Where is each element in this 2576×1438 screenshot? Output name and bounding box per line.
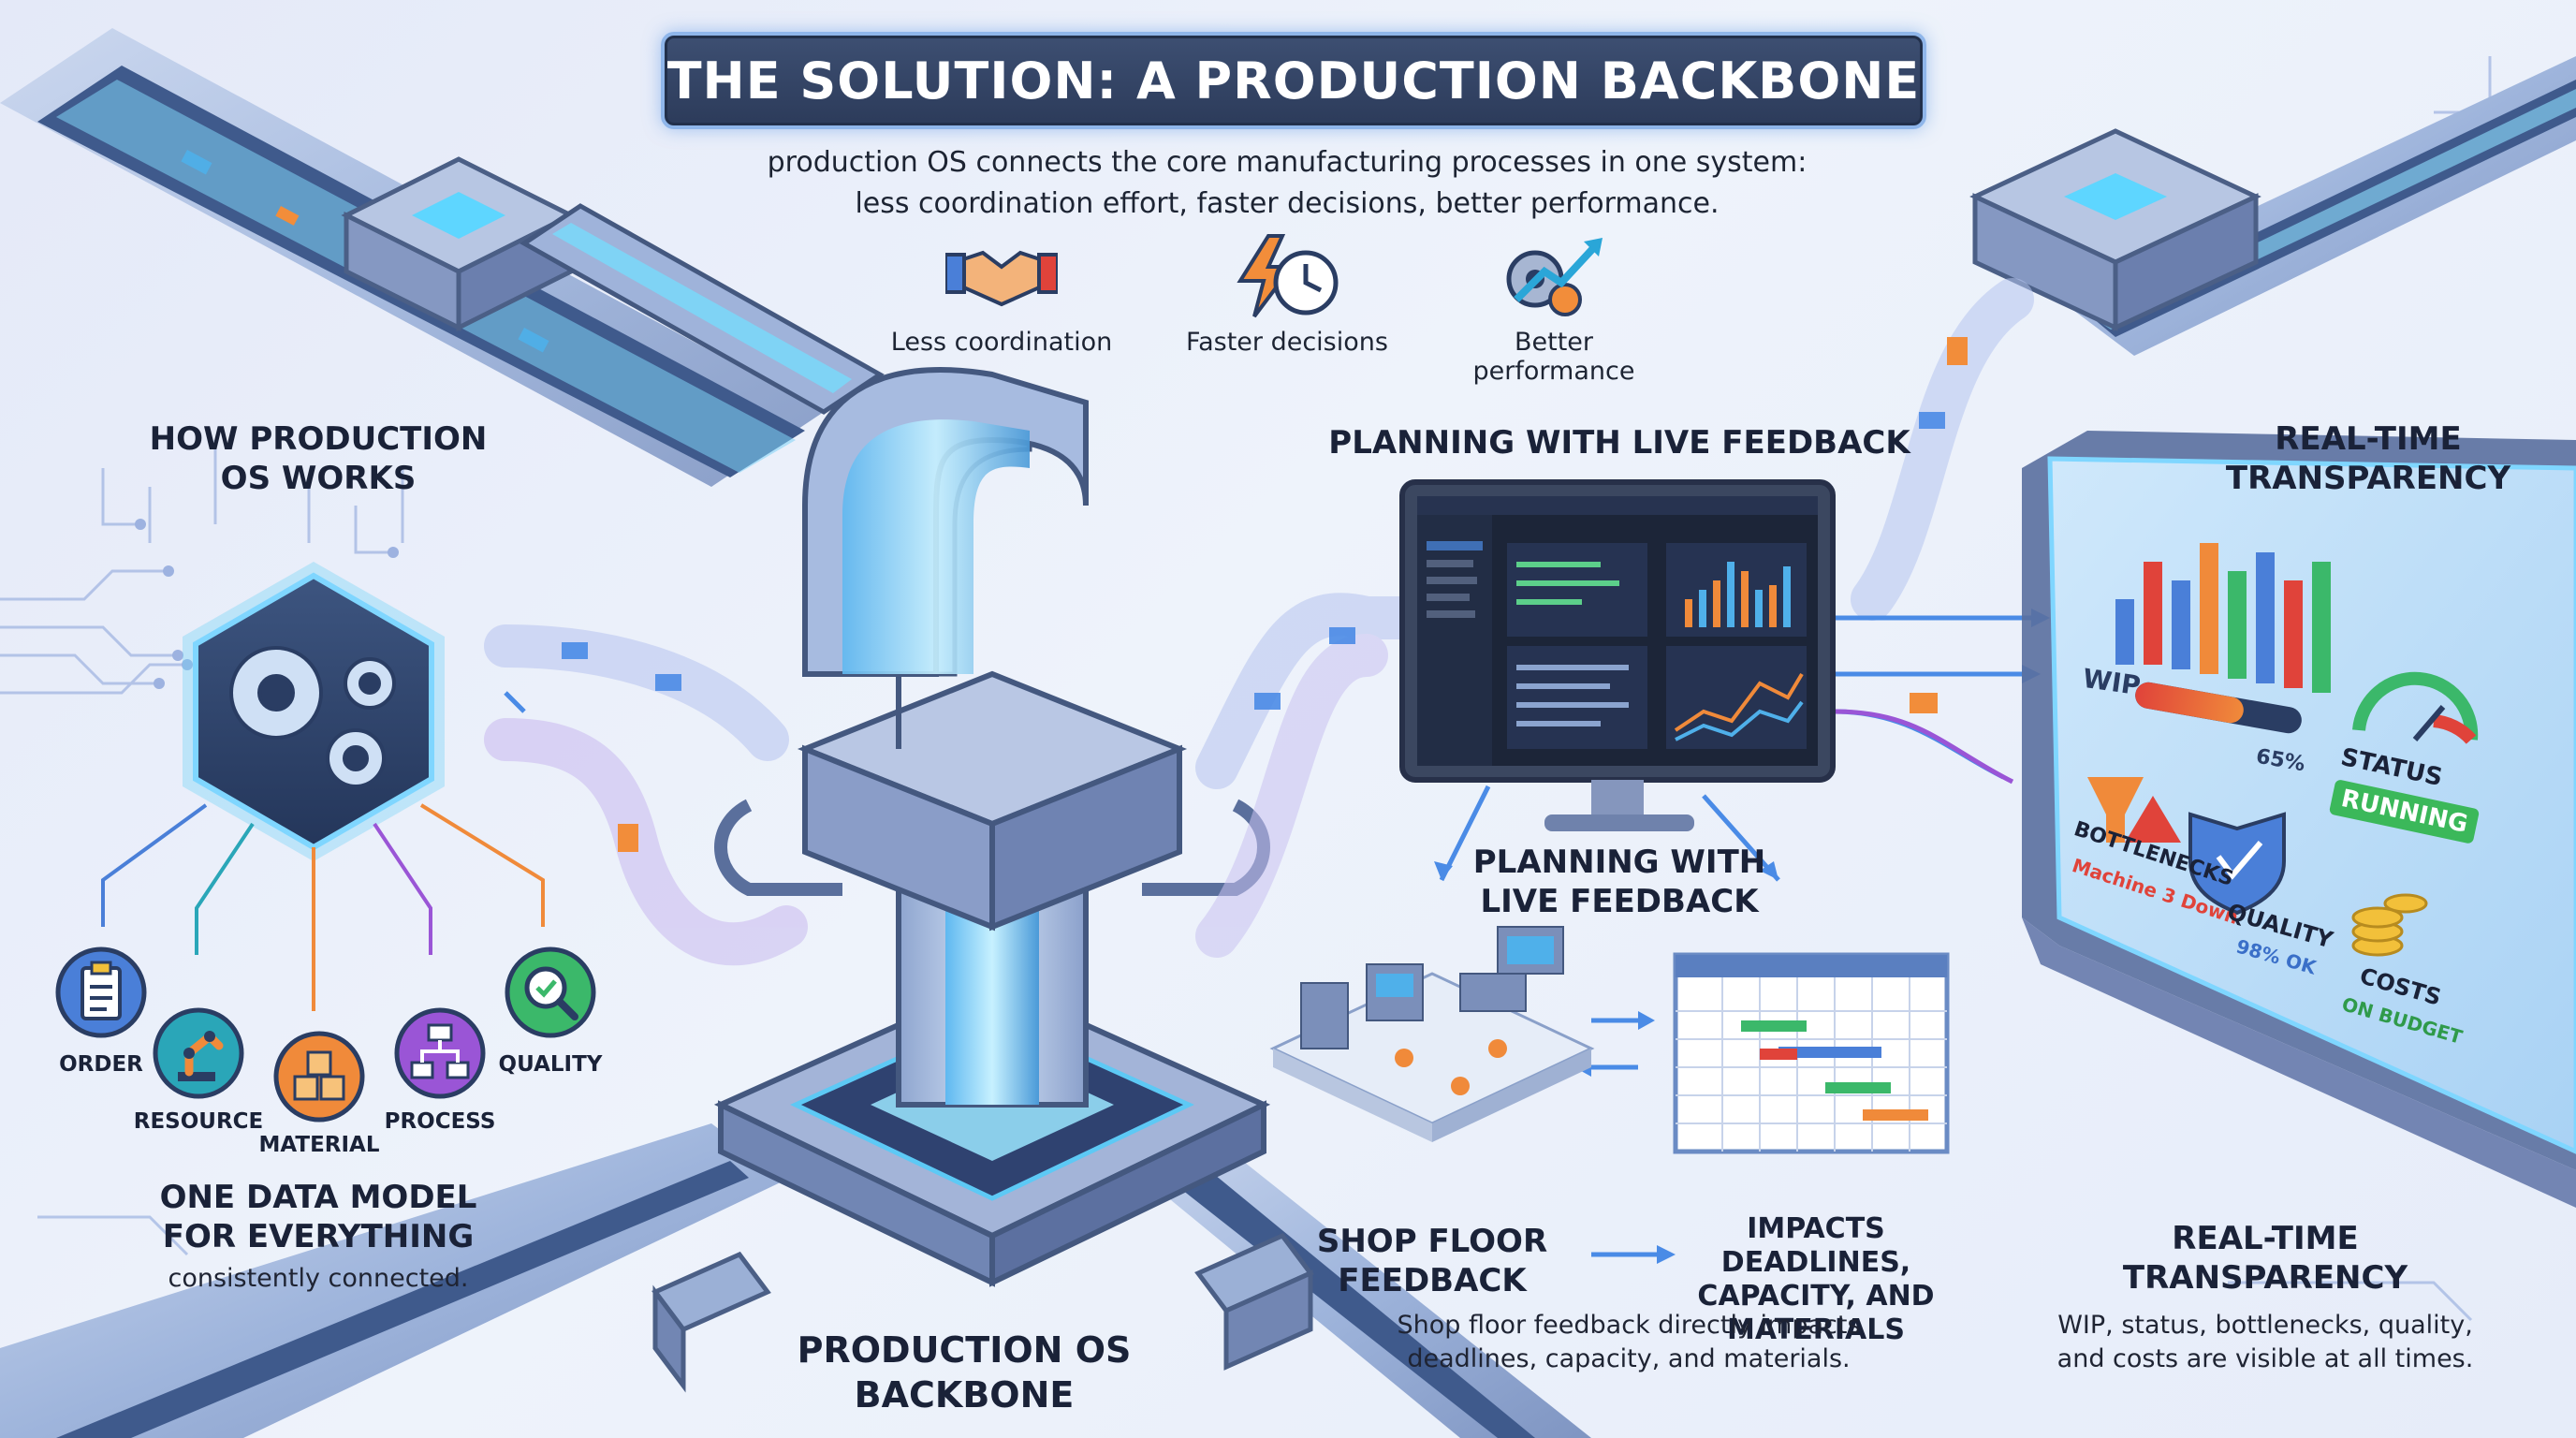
- page-title: THE SOLUTION: A PRODUCTION BACKBONE: [666, 51, 1921, 110]
- how-heading-line-2: OS WORKS: [220, 460, 417, 497]
- flowchart-icon: [394, 1007, 486, 1099]
- transparency-top-line-2: TRANSPARENCY: [2225, 460, 2511, 497]
- title-banner: THE SOLUTION: A PRODUCTION BACKBONE: [661, 32, 1926, 129]
- node-label-material: MATERIAL: [258, 1133, 380, 1157]
- shop-floor-line-2: FEEDBACK: [1338, 1262, 1527, 1299]
- node-label-order: ORDER: [59, 1052, 143, 1077]
- node-order: ORDER: [45, 946, 157, 1077]
- intro-line-2: less coordination effort, faster decisio…: [855, 187, 1720, 220]
- magnifier-check-icon: [505, 946, 596, 1038]
- benefit-faster-decisions: Faster decisions: [1175, 234, 1399, 357]
- node-resource: RESOURCE: [133, 1006, 264, 1134]
- impacts-heading: IMPACTS DEADLINES, CAPACITY, AND MATERIA…: [1657, 1212, 1975, 1347]
- node-quality: QUALITY: [494, 946, 607, 1077]
- lightning-clock-icon: [1237, 234, 1339, 318]
- node-process: PROCESS: [379, 1006, 501, 1134]
- benefit-label-decisions: Faster decisions: [1186, 328, 1388, 357]
- benefit-less-coordination: Less coordination: [889, 234, 1114, 357]
- planning-sub-line-1: PLANNING WITH: [1472, 844, 1766, 881]
- transparency-body: WIP, status, bottlenecks, quality, and c…: [2012, 1309, 2518, 1376]
- robot-arm-icon: [153, 1007, 244, 1099]
- shop-floor-body-line-1: Shop floor feedback directly impacts: [1397, 1311, 1861, 1340]
- transparency-bottom-line-1: REAL-TIME: [2172, 1220, 2359, 1257]
- transparency-body-line-2: and costs are visible at all times.: [2056, 1344, 2474, 1373]
- planning-sub-line-2: LIVE FEEDBACK: [1480, 883, 1759, 920]
- node-label-process: PROCESS: [384, 1109, 496, 1134]
- data-model-heading: ONE DATA MODEL FOR EVERYTHING: [112, 1178, 524, 1256]
- impacts-line-1: IMPACTS DEADLINES,: [1720, 1212, 1911, 1279]
- shop-floor-heading: SHOP FLOOR FEEDBACK: [1292, 1222, 1573, 1300]
- node-label-quality: QUALITY: [498, 1052, 603, 1077]
- handshake-icon: [945, 250, 1058, 307]
- planning-heading: PLANNING WITH LIVE FEEDBACK: [1328, 424, 1910, 462]
- intro-text: production OS connects the core manufact…: [655, 142, 1919, 225]
- impacts-line-3: MATERIALS: [1727, 1313, 1905, 1346]
- benefit-better-performance: Better performance: [1432, 234, 1676, 386]
- backbone-line-1: PRODUCTION OS: [797, 1329, 1132, 1371]
- shop-floor-line-1: SHOP FLOOR: [1316, 1223, 1548, 1260]
- backbone-label: PRODUCTION OS BACKBONE: [777, 1328, 1151, 1417]
- shop-floor-body-line-2: deadlines, capacity, and materials.: [1407, 1344, 1851, 1373]
- intro-line-1: production OS connects the core manufact…: [767, 146, 1808, 179]
- impacts-line-2: CAPACITY, AND: [1697, 1280, 1935, 1313]
- planning-subheading: PLANNING WITH LIVE FEEDBACK: [1432, 843, 1807, 921]
- node-label-resource: RESOURCE: [133, 1109, 264, 1134]
- transparency-bottom-line-2: TRANSPARENCY: [2122, 1259, 2408, 1297]
- transparency-heading-top: REAL-TIME TRANSPARENCY: [2190, 419, 2546, 498]
- benefit-label-coordination: Less coordination: [890, 328, 1113, 357]
- transparency-body-line-1: WIP, status, bottlenecks, quality,: [2057, 1311, 2473, 1340]
- data-model-line-1: ONE DATA MODEL: [159, 1179, 477, 1216]
- boxes-icon: [273, 1031, 365, 1123]
- data-model-subtext: consistently connected.: [168, 1264, 469, 1293]
- transparency-top-line-1: REAL-TIME: [2275, 420, 2462, 458]
- node-material: MATERIAL: [258, 1030, 380, 1157]
- how-heading-line-1: HOW PRODUCTION: [149, 420, 488, 458]
- gear-growth-icon: [1506, 238, 1603, 316]
- how-it-works-heading: HOW PRODUCTION OS WORKS: [122, 419, 515, 498]
- clipboard-icon: [55, 946, 147, 1038]
- benefit-label-performance: Better performance: [1472, 328, 1635, 386]
- transparency-heading-bottom: REAL-TIME TRANSPARENCY: [2078, 1219, 2452, 1298]
- shop-floor-body: Shop floor feedback directly impacts dea…: [1329, 1309, 1928, 1376]
- backbone-line-2: BACKBONE: [854, 1374, 1075, 1416]
- data-model-line-2: FOR EVERYTHING: [162, 1218, 475, 1255]
